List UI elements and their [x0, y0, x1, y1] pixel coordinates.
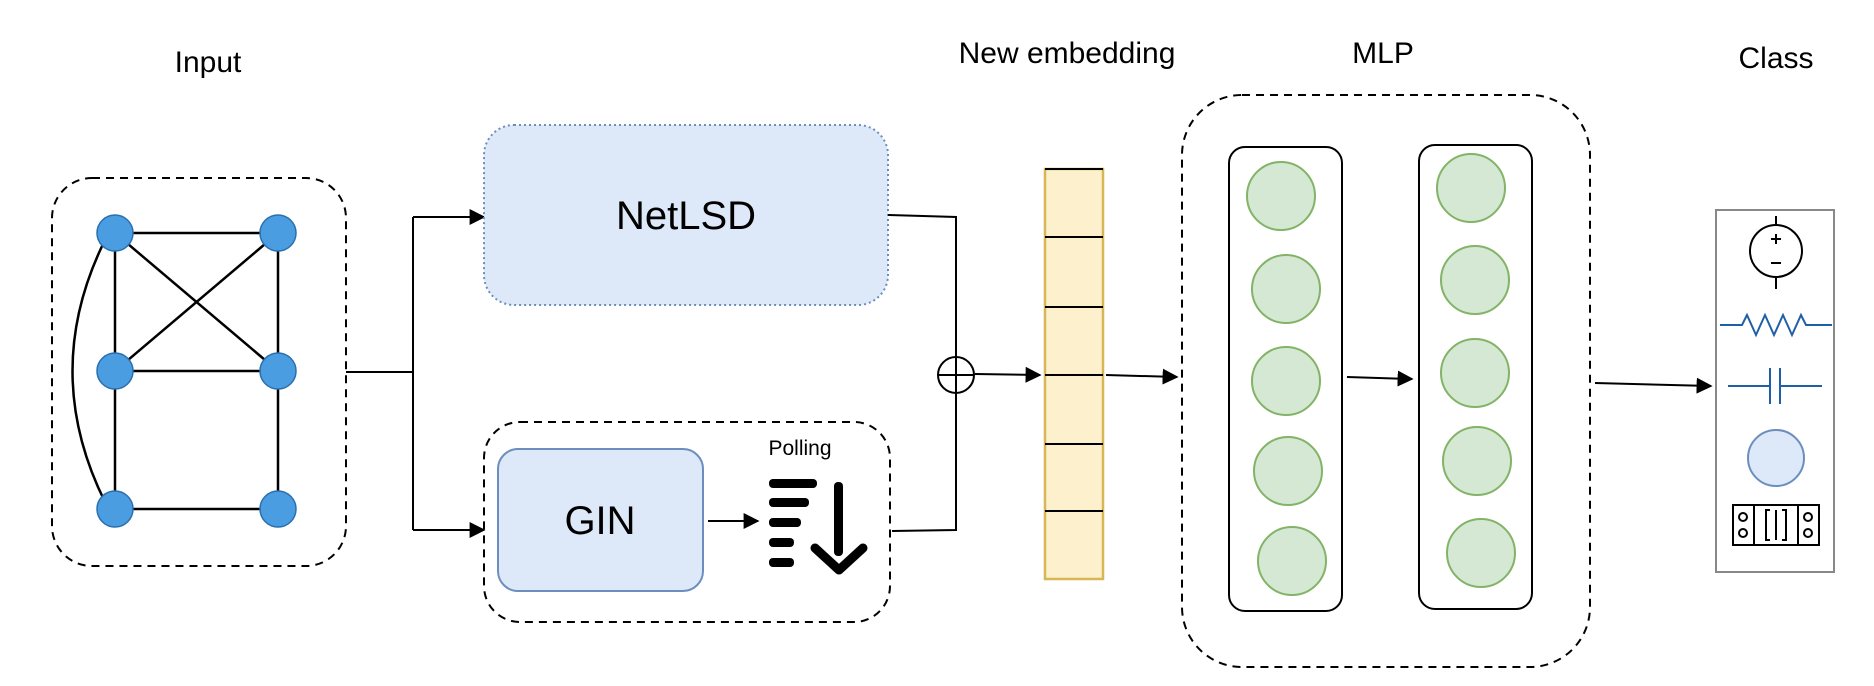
input-graph — [51, 177, 347, 567]
graph-edge — [71, 239, 107, 503]
input-graph-border — [51, 177, 347, 567]
mlp-layer-2 — [1418, 144, 1533, 610]
neuron — [1440, 338, 1510, 408]
neuron — [1440, 245, 1510, 315]
mlp-title: MLP — [1352, 37, 1414, 70]
pooling-label: Polling — [768, 437, 831, 460]
pooling-icon — [769, 479, 868, 575]
gin-block: GIN Polling — [483, 421, 891, 623]
arrow-mlp-to-class — [1594, 377, 1713, 394]
graph-node — [96, 490, 134, 528]
resistor-icon — [1720, 312, 1832, 338]
merge-connector — [887, 214, 1042, 532]
graph-node — [96, 352, 134, 390]
neuron — [1251, 346, 1321, 416]
neuron — [1253, 436, 1323, 506]
graph-node — [259, 214, 297, 252]
arrow-embedding-to-mlp — [1105, 368, 1179, 385]
gin-box — [497, 448, 704, 592]
netlsd-block: NetLSD — [483, 124, 889, 306]
neuron — [1257, 526, 1327, 596]
class-title: Class — [1738, 42, 1813, 75]
class-output — [1715, 209, 1835, 573]
neuron — [1436, 153, 1506, 223]
arrow-layer1-to-layer2 — [1346, 370, 1414, 387]
neuron — [1446, 518, 1516, 588]
graph-edge — [114, 232, 279, 372]
capacitor-icon — [1728, 368, 1822, 404]
split-connector — [346, 209, 486, 538]
graph-edges — [71, 231, 280, 511]
connector-icon — [1732, 504, 1820, 546]
neuron — [1246, 161, 1316, 231]
neuron — [1442, 426, 1512, 496]
gin-container — [483, 421, 891, 623]
gin-label: GIN — [564, 499, 635, 543]
mlp-container — [1181, 94, 1591, 668]
neuron — [1251, 254, 1321, 324]
graph-node — [96, 214, 134, 252]
input-title: Input — [175, 46, 242, 79]
graph-nodes — [96, 214, 297, 528]
netlsd-label: NetLSD — [616, 194, 756, 238]
graph-node — [259, 490, 297, 528]
circle-icon — [1747, 429, 1805, 487]
graph-node — [259, 352, 297, 390]
mlp-layer-1 — [1228, 146, 1343, 612]
voltage-source-icon — [1749, 216, 1803, 289]
mlp-neurons — [1246, 153, 1516, 596]
mlp-block — [1181, 94, 1591, 668]
new-embedding-title: New embedding — [959, 37, 1176, 70]
arrow-to-embedding — [974, 366, 1042, 383]
embedding-vector — [1043, 167, 1105, 581]
